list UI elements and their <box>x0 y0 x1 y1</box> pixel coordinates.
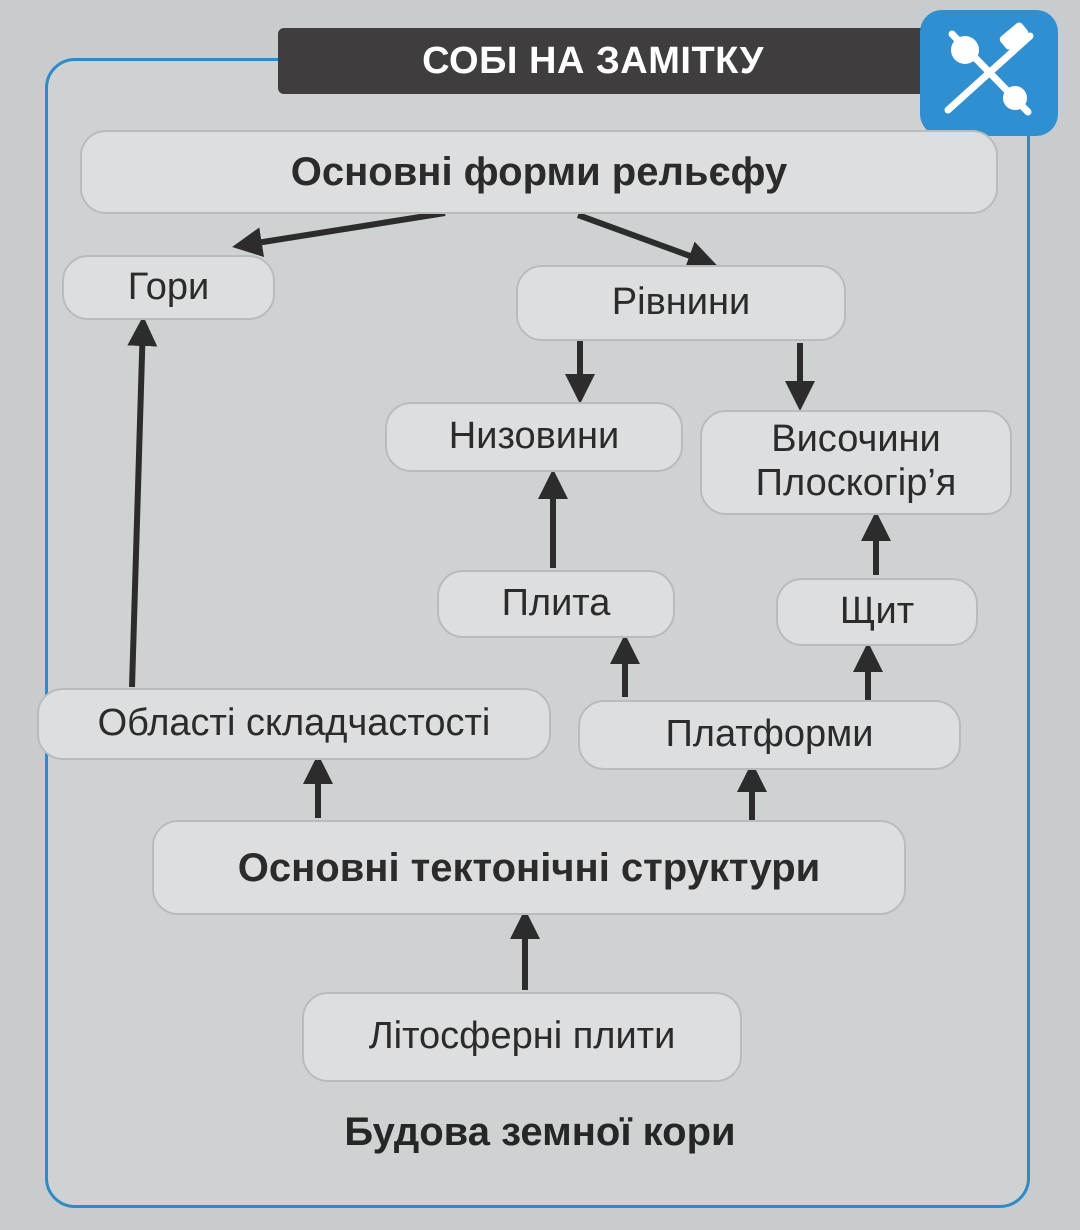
node-shield: Щит <box>776 578 978 646</box>
node-relief-forms: Основні форми рельєфу <box>80 130 998 214</box>
node-tectonic-structures: Основні тектонічні структури <box>152 820 906 915</box>
node-platforms: Платформи <box>578 700 961 770</box>
node-mountains: Гори <box>62 255 275 320</box>
node-fold-areas: Області складчастості <box>37 688 551 760</box>
banner-title: СОБІ НА ЗАМІТКУ <box>278 28 968 94</box>
arrow-fold-to-mountains <box>127 316 158 688</box>
arrow-relief-to-mountains <box>232 210 446 258</box>
caption: Будова земної кори <box>344 1110 736 1154</box>
pin-note-icon <box>920 10 1058 136</box>
node-uplands: Височини Плоскогір’я <box>700 410 1012 515</box>
node-lowlands: Низовини <box>385 402 683 472</box>
node-lithospheric-plates: Літосферні плити <box>302 992 742 1082</box>
uplands-label-1: Височини <box>771 418 941 460</box>
uplands-label-2: Плоскогір’я <box>755 461 957 504</box>
node-plate: Плита <box>437 570 675 638</box>
node-plains: Рівнини <box>516 265 846 341</box>
arrow-relief-to-plains <box>576 212 718 270</box>
